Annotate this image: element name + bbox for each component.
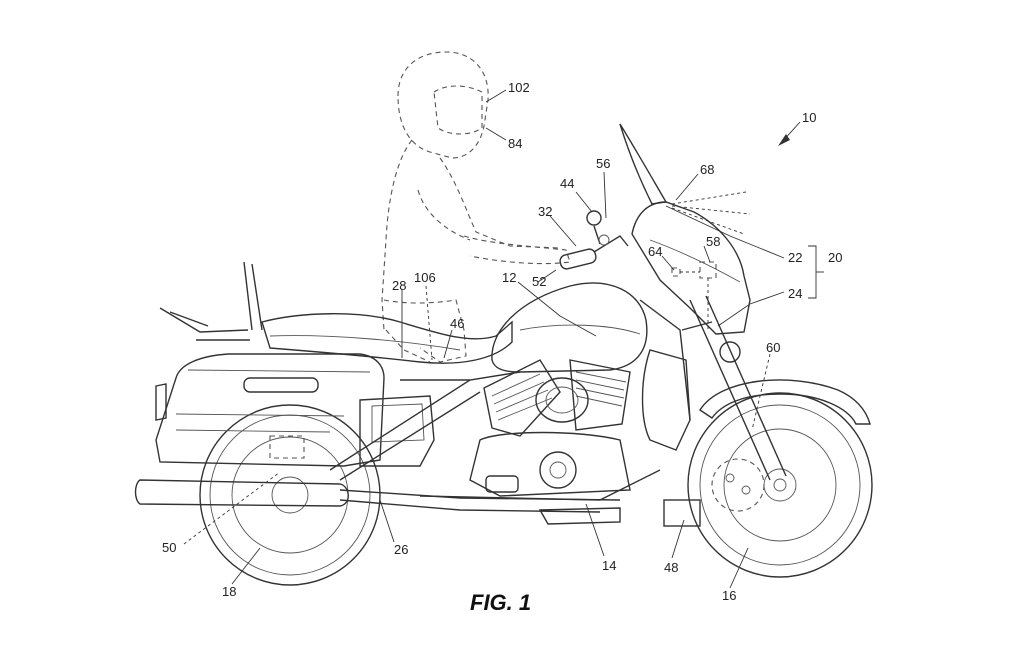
ref-50: 50 xyxy=(162,540,176,555)
ref-14: 14 xyxy=(602,558,616,573)
seat xyxy=(261,313,513,364)
exhaust xyxy=(134,479,621,525)
ref-18: 18 xyxy=(222,584,236,599)
ref-106: 106 xyxy=(414,270,436,285)
ref-56: 56 xyxy=(596,156,610,171)
ref-84: 84 xyxy=(508,136,522,151)
saddlebag xyxy=(155,353,385,467)
ref-22: 22 xyxy=(788,250,802,265)
ref-20: 20 xyxy=(828,250,842,265)
rear-wheel xyxy=(199,404,381,586)
ref-10: 10 xyxy=(802,110,816,125)
ref-52: 52 xyxy=(532,274,546,289)
ref-24: 24 xyxy=(788,286,802,301)
frame xyxy=(329,299,691,501)
ref-44: 44 xyxy=(560,176,574,191)
luggage-rack xyxy=(159,261,263,341)
ref-102: 102 xyxy=(508,80,530,95)
figure-caption: FIG. 1 xyxy=(470,590,531,615)
front-fender-fork xyxy=(681,295,871,481)
front-wheel xyxy=(687,392,873,578)
fuel-tank xyxy=(491,282,648,373)
side-cover xyxy=(359,395,435,467)
fairing-windshield xyxy=(619,123,751,335)
ref-64: 64 xyxy=(648,244,662,259)
ref-48: 48 xyxy=(664,560,678,575)
rider-phantom-outline xyxy=(381,51,571,363)
engine xyxy=(469,359,631,497)
ref-26: 26 xyxy=(394,542,408,557)
ref-28: 28 xyxy=(392,278,406,293)
ref-16: 16 xyxy=(722,588,736,603)
ref-32: 32 xyxy=(538,204,552,219)
ref-68: 68 xyxy=(700,162,714,177)
ref-58: 58 xyxy=(706,234,720,249)
reference-numerals: 10 102 84 56 68 44 32 58 64 22 20 24 12 … xyxy=(162,80,842,603)
ref-12: 12 xyxy=(502,270,516,285)
leader-lines xyxy=(183,89,824,589)
engine-guard xyxy=(641,341,741,527)
handlebar xyxy=(559,210,629,270)
ref-60: 60 xyxy=(766,340,780,355)
ref-46: 46 xyxy=(450,316,464,331)
